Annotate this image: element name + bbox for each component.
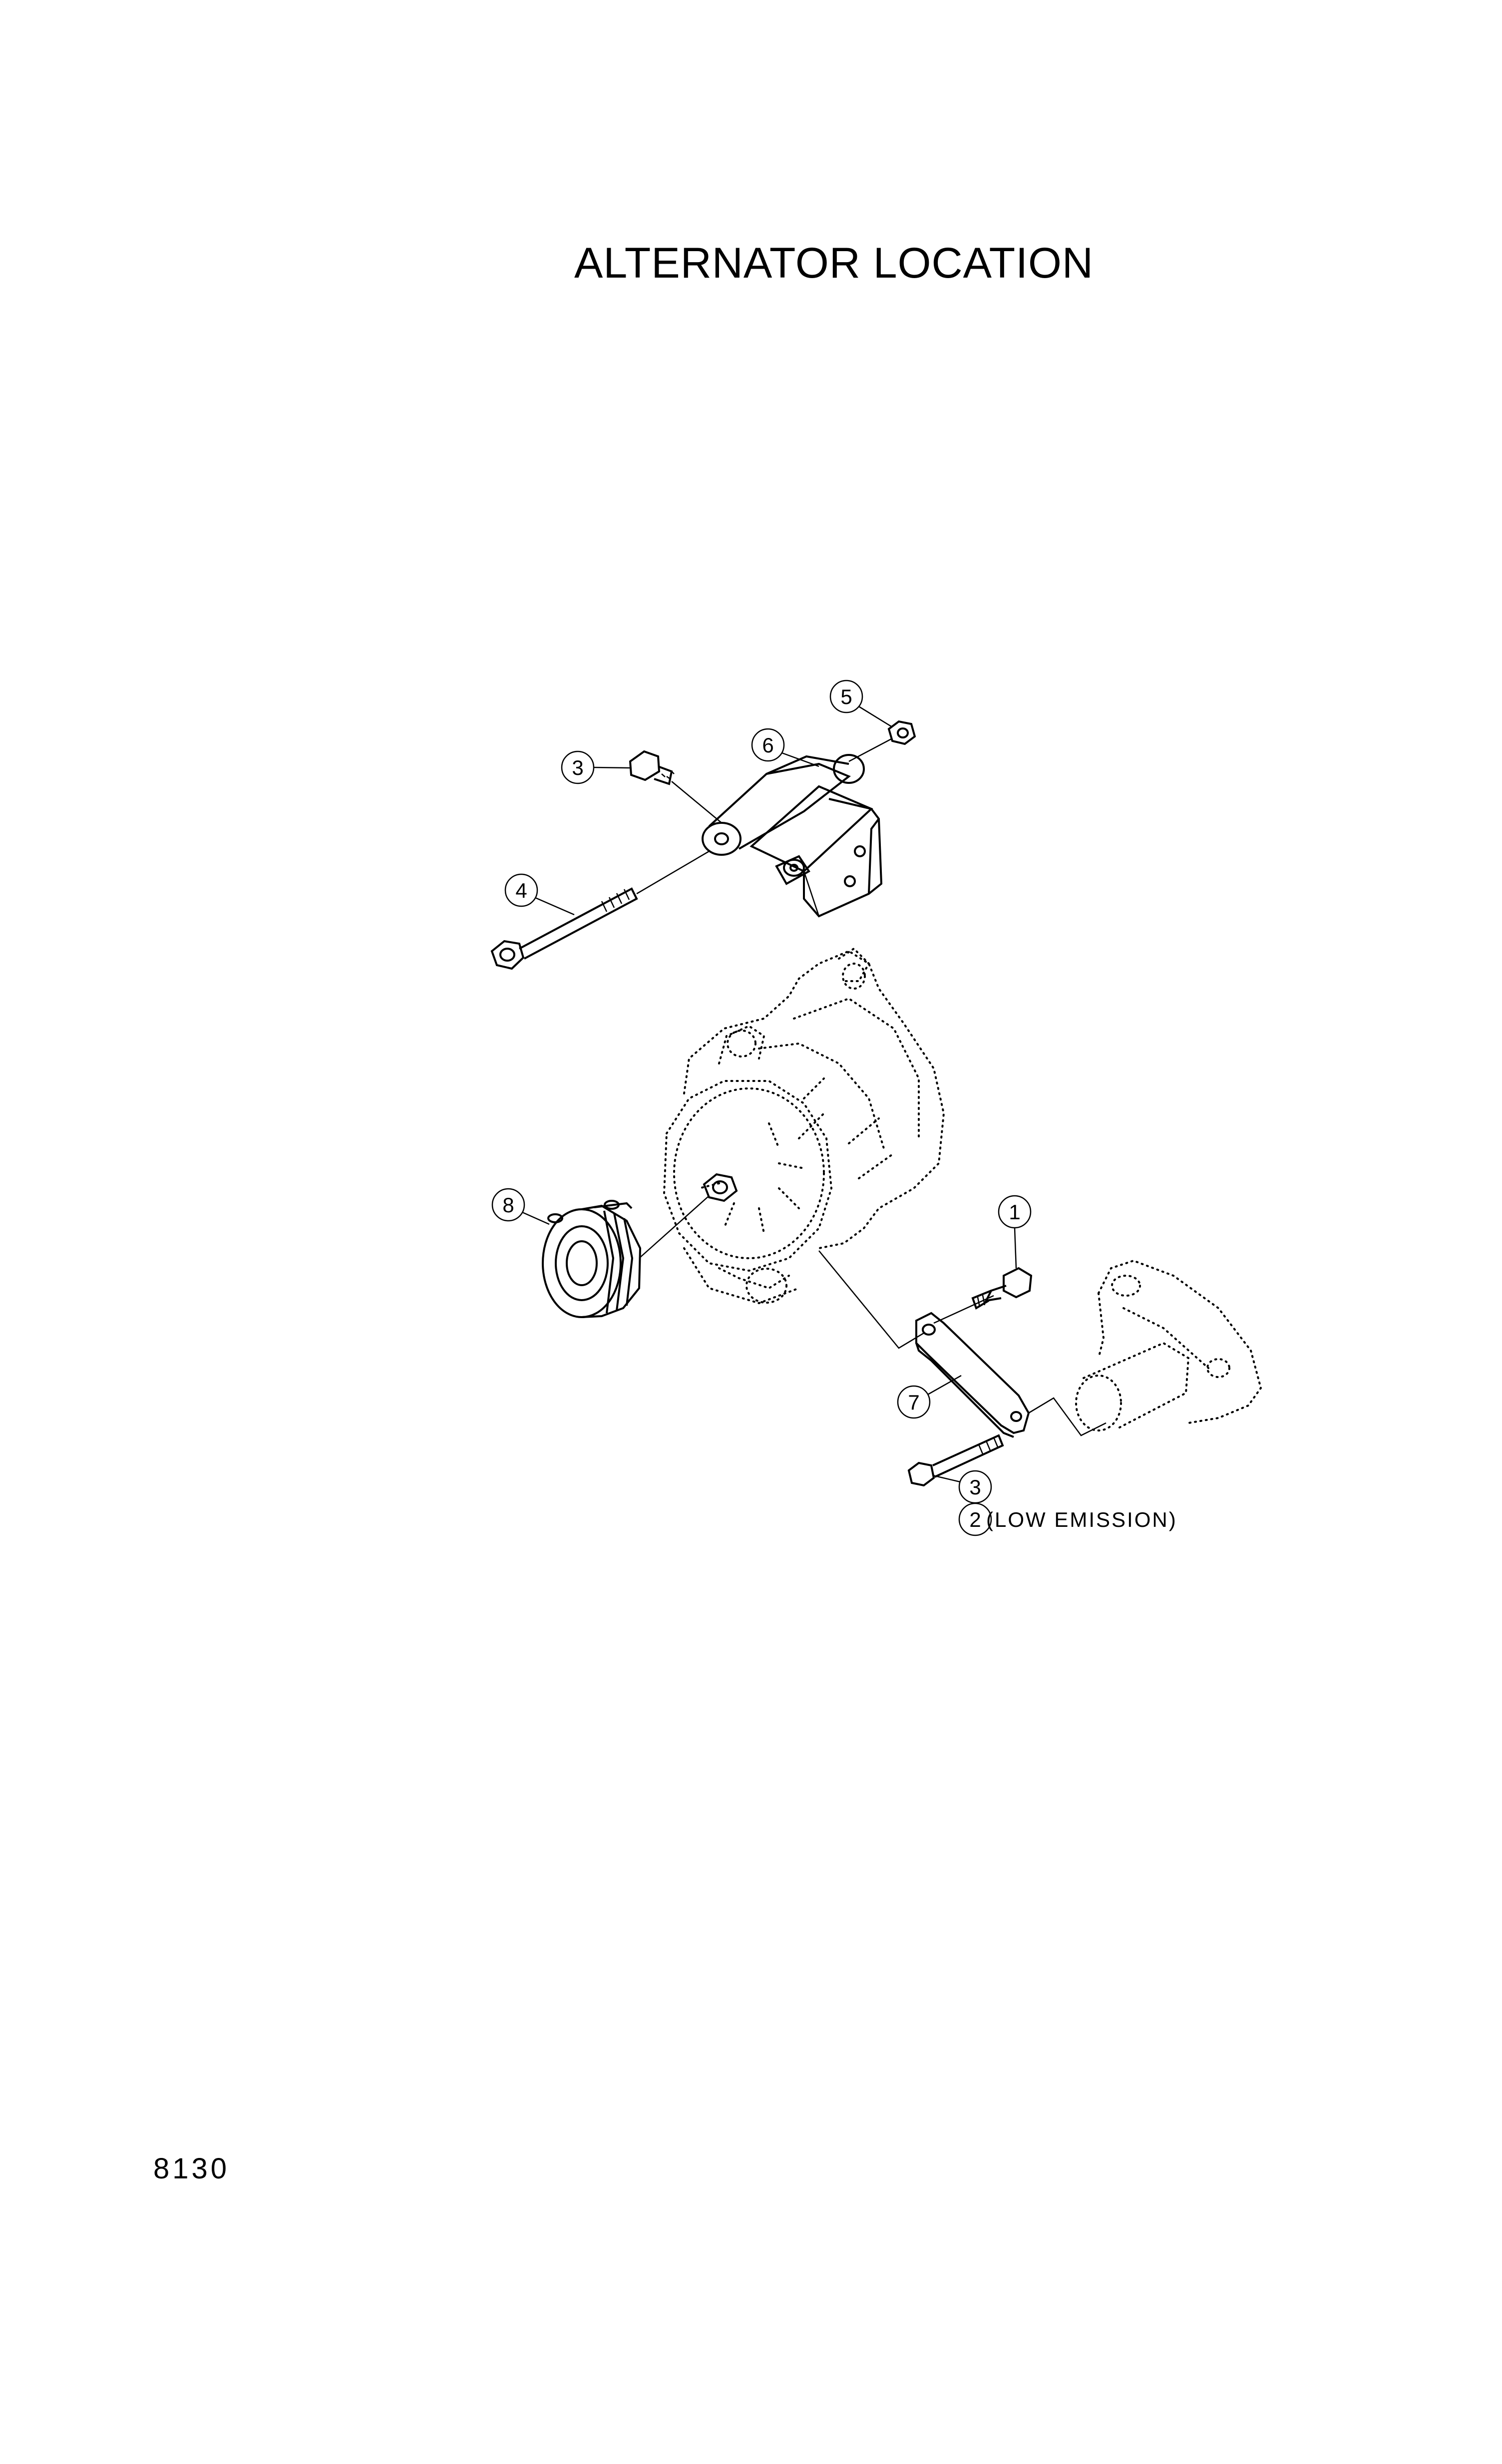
- page-number: 8130: [153, 2152, 230, 2185]
- link-bolt: [971, 1267, 1033, 1310]
- short-bolt: [629, 750, 722, 823]
- callout-2-label: 2: [969, 1508, 981, 1531]
- shaft-nut: [703, 1173, 738, 1202]
- long-bolt: [490, 850, 710, 970]
- page-title: ALTERNATOR LOCATION: [574, 239, 1094, 287]
- callout-7-label: 7: [908, 1391, 919, 1414]
- callout-5-label: 5: [840, 685, 852, 708]
- callout-8-label: 8: [502, 1193, 514, 1217]
- callout-7: 7: [897, 1375, 962, 1419]
- callout-1-label: 1: [1009, 1200, 1020, 1224]
- alternator-outline: [663, 947, 945, 1305]
- callout-3-top-label: 3: [572, 756, 583, 779]
- callout-4-label: 4: [515, 879, 527, 902]
- callout-4: 4: [504, 873, 575, 916]
- callout-3-top: 3: [561, 750, 631, 784]
- callout-1: 1: [998, 1195, 1032, 1269]
- link-bar: [915, 1295, 1030, 1438]
- callout-2: 2 (LOW EMISSION): [958, 1502, 1177, 1536]
- callout-8: 8: [491, 1188, 550, 1225]
- callout-6-label: 6: [762, 733, 773, 757]
- nut: [848, 720, 916, 762]
- alternator-to-link-leader: [818, 1250, 924, 1349]
- callout-3-bottom-label: 3: [969, 1475, 981, 1499]
- pulley: [542, 1195, 710, 1318]
- engine-mount-outline: [1075, 1259, 1262, 1431]
- callout-3-bottom: 3: [932, 1470, 992, 1504]
- mounting-bracket: [702, 754, 883, 918]
- bottom-bolt: [907, 1434, 1004, 1487]
- callout-5: 5: [829, 680, 892, 727]
- callout-6: 6: [751, 728, 819, 767]
- low-emission-note: (LOW EMISSION): [986, 1508, 1177, 1531]
